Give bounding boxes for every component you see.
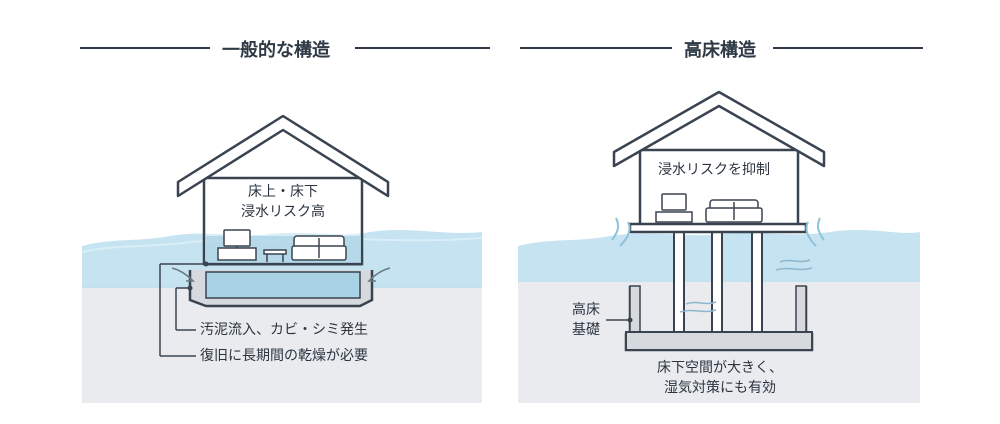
left-leader-lines [159,263,206,357]
right-diagram [518,90,920,403]
left-house-label-line2: 浸水リスク高 [241,204,325,220]
right-title-rule-left [520,47,672,49]
left-note-drying: 復旧に長期間の乾燥が必要 [200,348,368,364]
sofa-icon [291,235,347,261]
right-bottom-label-line1: 床下空間が大きく、 [657,360,783,376]
left-house-roof [176,114,390,198]
right-tv-icon [655,193,693,223]
right-house-label: 浸水リスクを抑制 [658,162,770,178]
splash-icon [611,217,825,247]
foundation-label: 高床 基礎 [566,300,606,340]
left-panel-title: 一般的な構造 [212,36,340,62]
right-panel-title: 高床構造 [674,36,766,62]
left-house-label-line1: 床上・床下 [248,184,318,200]
tv-icon [217,229,257,261]
right-house-roof [612,90,826,168]
left-diagram [81,114,483,403]
table-icon [263,249,287,262]
right-sofa-icon [705,199,763,223]
left-note-sludge: 汚泥流入、カビ・シミ発生 [200,322,368,338]
foundation-label-line1: 高床 [572,302,600,318]
left-title-rule-right [355,47,490,49]
foundation-label-line2: 基礎 [572,322,600,338]
right-bottom-label: 床下空間が大きく、 湿気対策にも有効 [640,358,800,398]
airflow-icon [679,259,813,313]
left-house-label: 床上・床下 浸水リスク高 [230,182,336,222]
right-title-rule-right [773,47,923,49]
left-title-rule-left [80,47,210,49]
right-bottom-label-line2: 湿気対策にも有効 [664,380,776,396]
